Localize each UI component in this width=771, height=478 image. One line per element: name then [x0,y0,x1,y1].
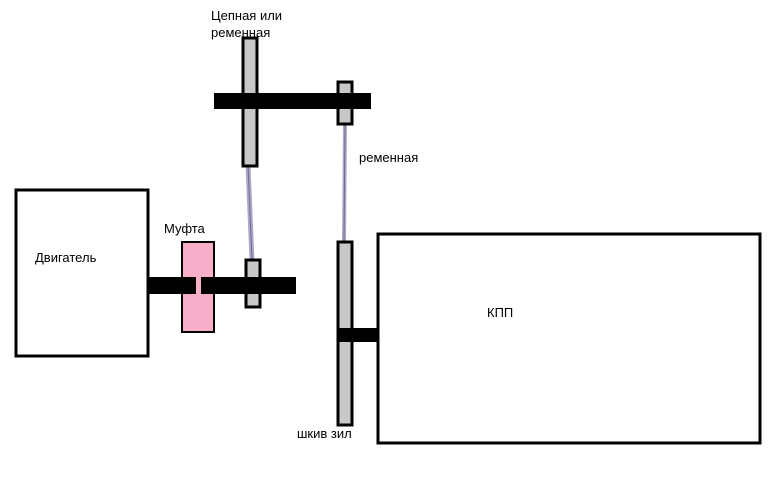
engine-shaft [148,277,296,294]
engine-box [14,188,150,358]
label-gearbox: КПП [487,305,513,320]
coupling-shaft-right [201,277,214,294]
upper-left-pulley-shaft [243,93,257,109]
coupling-gap [196,275,201,296]
label-chain-belt-line2: ременная [211,25,270,40]
lower-left-pulley-shaft [246,277,260,294]
coupling-shaft-left [182,277,196,294]
upper-right-pulley-shaft [338,93,352,109]
belt-right-edge [343,123,346,243]
label-pulley: шкив зил [297,426,352,441]
label-chain-belt-line1: Цепная или [211,8,282,23]
gearbox-box [376,232,762,445]
zil-pulley-shaft [338,328,352,342]
label-engine: Двигатель [35,250,97,265]
label-belt: ременная [359,150,418,165]
label-coupling: Муфта [164,221,206,236]
chain-belt-left-edge [247,164,253,261]
